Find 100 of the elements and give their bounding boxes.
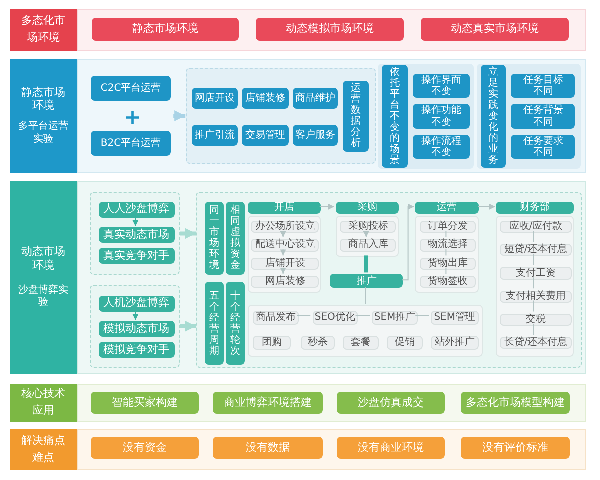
process-box: 模拟动态市场 bbox=[98, 321, 175, 338]
connector-line bbox=[446, 230, 447, 238]
vertical-label-box: 同一市场环境 bbox=[205, 202, 224, 275]
process-box: 任务要求不同 bbox=[511, 134, 576, 160]
item-box: 秒杀 bbox=[300, 336, 336, 350]
item-box: 套餐 bbox=[343, 336, 380, 350]
vertical-label-box: 依托平台不变的场景 bbox=[382, 65, 408, 168]
item-box: 团购 bbox=[252, 336, 292, 350]
problem-box: 没有数据 bbox=[213, 437, 323, 460]
vertical-label-box: 十个经营轮次 bbox=[226, 282, 246, 366]
item-box: 配送中心设立 bbox=[251, 239, 320, 252]
process-box: 交易管理 bbox=[242, 124, 289, 146]
header-box: 采购 bbox=[336, 202, 400, 214]
row-label: 多态化市场环境 bbox=[10, 9, 76, 51]
group-panel bbox=[378, 64, 474, 170]
process-box: 真实动态市场 bbox=[98, 227, 175, 244]
row-title: 动态市场环境 bbox=[20, 245, 66, 273]
vertical-label-box: 立足实践变化的业务 bbox=[480, 65, 506, 168]
row-label bbox=[10, 59, 76, 173]
group-panel bbox=[496, 216, 574, 357]
item-box: 商品发布 bbox=[252, 311, 300, 325]
environment-box: 动态真实市场环境 bbox=[420, 18, 569, 41]
vertical-label-box: 运营数据分析 bbox=[343, 80, 369, 152]
header-box: 开店 bbox=[248, 202, 321, 214]
process-box: 操作界面不变 bbox=[412, 74, 470, 98]
process-box: 真实竞争对手 bbox=[98, 248, 175, 264]
vertical-label-box: 五个经营周期 bbox=[205, 282, 224, 366]
item-box: 办公场所设立 bbox=[251, 221, 320, 234]
connector-line bbox=[446, 249, 447, 256]
row-subtitle: 沙盘博弈实验 bbox=[18, 284, 68, 310]
problem-box: 没有商业环境 bbox=[337, 437, 445, 460]
group-panel bbox=[336, 216, 400, 257]
item-box: 订单分发 bbox=[420, 221, 476, 234]
item-box: SEM推广 bbox=[372, 311, 418, 325]
item-box: 支付工资 bbox=[500, 267, 572, 280]
arrow bbox=[132, 216, 139, 227]
item-box: SEM管理 bbox=[430, 311, 479, 325]
process-box: 推广引流 bbox=[192, 124, 238, 146]
group-panel bbox=[476, 64, 581, 170]
row-label: 解决痛点难点 bbox=[10, 428, 76, 470]
technology-box: 智能买家构建 bbox=[91, 392, 199, 414]
header-box: 运营 bbox=[415, 202, 480, 214]
arrow bbox=[402, 204, 415, 281]
group-box bbox=[90, 284, 180, 368]
problem-box: 没有评价标准 bbox=[460, 437, 570, 460]
item-box: 货物出库 bbox=[420, 258, 476, 270]
environment-box: 动态模拟市场环境 bbox=[256, 18, 404, 41]
connector-line bbox=[446, 267, 447, 274]
item-box: 采购投标 bbox=[340, 221, 396, 234]
process-box: 客户服务 bbox=[292, 124, 338, 146]
row-subtitle: 多平台运营实验 bbox=[18, 121, 68, 146]
item-box: 交税 bbox=[500, 314, 572, 326]
technology-box: 多态化市场模型构建 bbox=[460, 392, 570, 414]
item-box: 长贷/还本付息 bbox=[500, 336, 572, 350]
arrow bbox=[132, 310, 139, 321]
arrow bbox=[280, 230, 286, 238]
process-box: 模拟竞争对手 bbox=[98, 342, 175, 358]
group-panel bbox=[415, 216, 480, 294]
group-box bbox=[90, 192, 180, 276]
item-box: 支付相关费用 bbox=[500, 290, 572, 303]
process-box: C2C平台运营 bbox=[91, 76, 171, 101]
row-label bbox=[10, 181, 76, 374]
process-box: 操作功能不变 bbox=[412, 104, 470, 129]
item-box: 站外推广 bbox=[430, 336, 479, 350]
process-box: 店铺装修 bbox=[242, 88, 289, 110]
process-box: 操作流程不变 bbox=[412, 134, 470, 160]
item-box: 货物签收 bbox=[420, 276, 476, 288]
item-box: 网店装修 bbox=[251, 276, 320, 288]
process-box: 人人沙盘博弈 bbox=[98, 202, 175, 218]
row-label: 核心技术应用 bbox=[10, 384, 76, 422]
item-box: SEO优化 bbox=[312, 311, 358, 325]
process-box: 任务背景不同 bbox=[511, 104, 576, 129]
arrow bbox=[280, 267, 286, 274]
group-box bbox=[196, 192, 582, 368]
plus-sign: + bbox=[124, 106, 142, 127]
arrow bbox=[180, 320, 196, 332]
vertical-label-box: 相同虚拟资金 bbox=[226, 202, 246, 275]
arrow bbox=[478, 204, 496, 210]
arrow bbox=[174, 110, 186, 122]
process-box: 任务目标不同 bbox=[511, 74, 576, 98]
arrow bbox=[363, 230, 370, 238]
item-box: 店铺开设 bbox=[251, 258, 320, 270]
connector-line bbox=[365, 286, 366, 305]
group-panel bbox=[248, 216, 321, 294]
process-box: 人机沙盘博弈 bbox=[98, 296, 175, 312]
process-box: 商品维护 bbox=[292, 88, 338, 110]
problem-box: 没有资金 bbox=[91, 437, 199, 460]
process-box: B2C平台运营 bbox=[91, 131, 171, 156]
group-panel bbox=[248, 305, 484, 357]
technology-box: 商业博弈环境搭建 bbox=[213, 392, 323, 414]
item-box: 促销 bbox=[387, 336, 423, 350]
connector-line bbox=[364, 256, 368, 273]
arrow bbox=[180, 228, 196, 240]
arrow bbox=[319, 204, 335, 210]
item-box: 物流选择 bbox=[420, 239, 476, 252]
header-box: 财务部 bbox=[496, 202, 574, 214]
arrow bbox=[280, 249, 286, 256]
technology-box: 沙盘仿真成交 bbox=[337, 392, 445, 414]
item-box: 商品入库 bbox=[340, 239, 396, 252]
environment-box: 静态市场环境 bbox=[92, 18, 239, 41]
